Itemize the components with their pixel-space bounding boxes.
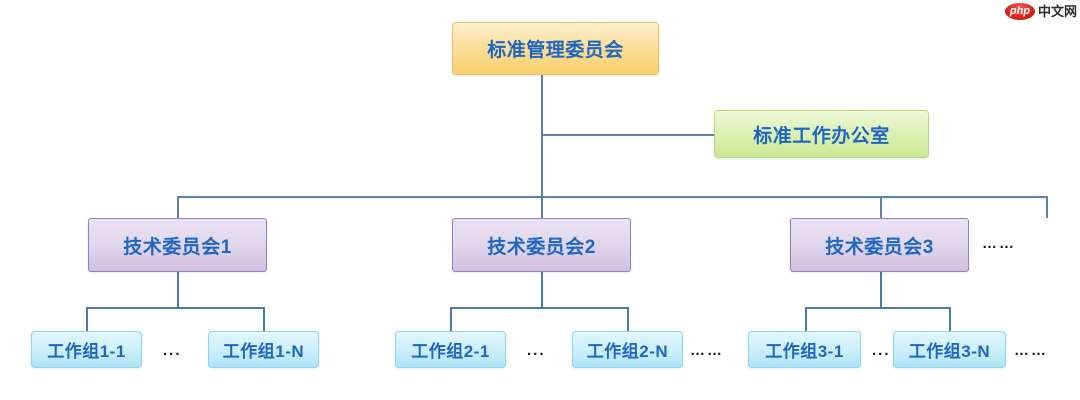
connector-stem-committee-3 [880,272,882,308]
work-group-3-overflow-ellipsis: …… [1014,341,1048,359]
node-label: 工作组3-N [908,342,991,361]
connector-committee-bus [177,196,1048,198]
connector-drop-group-2-n [627,307,629,331]
node-work-group-3-n[interactable]: 工作组3-N [893,331,1006,368]
work-group-2-overflow-ellipsis: …… [690,341,724,359]
node-work-group-3-1[interactable]: 工作组3-1 [748,331,861,368]
connector-stem-committee-1 [177,272,179,308]
node-label: 技术委员会3 [825,236,934,258]
node-work-group-1-1[interactable]: 工作组1-1 [31,331,142,368]
work-group-3-separator-ellipsis: ... [872,341,891,359]
connector-bus-committee-3 [805,307,951,309]
connector-drop-group-2-1 [450,307,452,331]
node-technical-committee-3[interactable]: 技术委员会3 [790,218,969,272]
node-label: 工作组1-N [222,342,305,361]
node-label: 工作组1-1 [47,342,126,361]
connector-bus-committee-1 [86,307,264,309]
node-label: 技术委员会1 [123,236,232,258]
connector-drop-committee-3 [880,196,882,218]
connector-root-trunk [541,75,543,197]
node-standards-management-committee[interactable]: 标准管理委员会 [452,22,659,75]
node-label: 标准管理委员会 [487,40,624,61]
node-work-group-1-n[interactable]: 工作组1-N [208,331,319,368]
connector-office-branch [541,134,715,136]
connector-drop-group-1-n [263,307,265,331]
work-group-1-separator-ellipsis: ... [163,341,182,359]
connector-bus-committee-2 [450,307,628,309]
connector-drop-group-3-n [949,307,951,331]
connector-drop-committee-overflow [1046,196,1048,218]
node-work-group-2-n[interactable]: 工作组2-N [572,331,683,368]
connector-drop-committee-2 [541,196,543,218]
connector-drop-group-3-1 [805,307,807,331]
watermark: php 中文网 [1004,2,1077,20]
node-label: 工作组2-1 [411,342,490,361]
watermark-text: 中文网 [1037,3,1077,19]
node-technical-committee-2[interactable]: 技术委员会2 [452,218,631,272]
node-label: 工作组2-N [586,342,669,361]
work-group-2-separator-ellipsis: ... [527,341,546,359]
node-technical-committee-1[interactable]: 技术委员会1 [88,218,267,272]
php-logo-icon: php [1004,2,1035,20]
committee-overflow-ellipsis: …… [982,234,1016,252]
node-label: 技术委员会2 [487,236,596,258]
node-label: 工作组3-1 [765,342,844,361]
connector-drop-group-1-1 [86,307,88,331]
connector-stem-committee-2 [541,272,543,308]
node-standards-work-office[interactable]: 标准工作办公室 [714,110,929,158]
connector-drop-committee-1 [177,196,179,218]
node-work-group-2-1[interactable]: 工作组2-1 [395,331,506,368]
node-label: 标准工作办公室 [753,125,890,147]
